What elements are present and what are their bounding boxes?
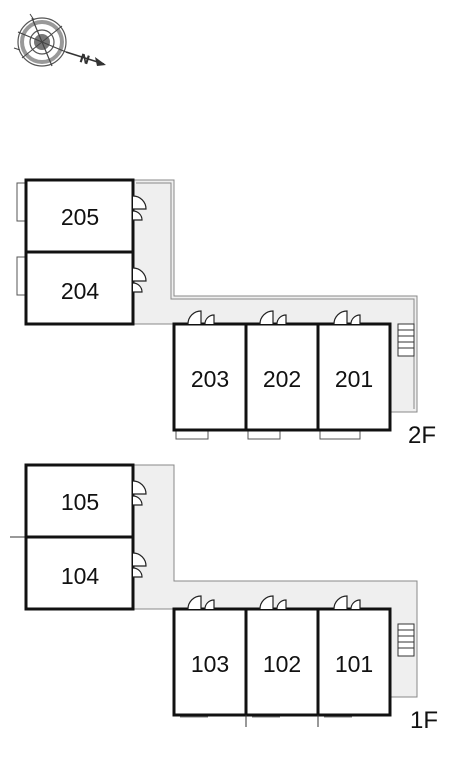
north-arrow-compass-icon: N: [13, 13, 106, 67]
room-number: 201: [335, 366, 373, 392]
room-number: 203: [191, 366, 229, 392]
room-number: 103: [191, 651, 229, 677]
floor-2f-plan: 205 204 203 202 201 2F: [16, 178, 436, 449]
room-101[interactable]: [316, 607, 392, 717]
door-icon: [132, 195, 147, 293]
stairs-icon: [397, 623, 415, 657]
room-number: 205: [61, 204, 99, 230]
floor-label: 2F: [408, 422, 436, 449]
room-105[interactable]: [24, 463, 135, 539]
room-number: 102: [263, 651, 301, 677]
door-icon: [187, 310, 361, 325]
room-number: 105: [61, 489, 99, 515]
room-number: 202: [263, 366, 301, 392]
room-number: 204: [61, 278, 100, 304]
door-icon: [187, 595, 361, 610]
room-number: 101: [335, 651, 373, 677]
compass-letter: N: [78, 51, 92, 67]
room-202[interactable]: [244, 322, 320, 432]
room-103[interactable]: [172, 607, 248, 717]
floor-1f-plan: 105 104 103 102 101 1F: [10, 463, 438, 734]
stairs-icon: [397, 323, 415, 357]
room-204[interactable]: [24, 250, 135, 326]
room-number: 104: [61, 563, 100, 589]
door-icon: [132, 480, 147, 578]
room-201[interactable]: [316, 322, 392, 432]
room-104[interactable]: [24, 535, 135, 611]
floor-label: 1F: [410, 707, 438, 734]
